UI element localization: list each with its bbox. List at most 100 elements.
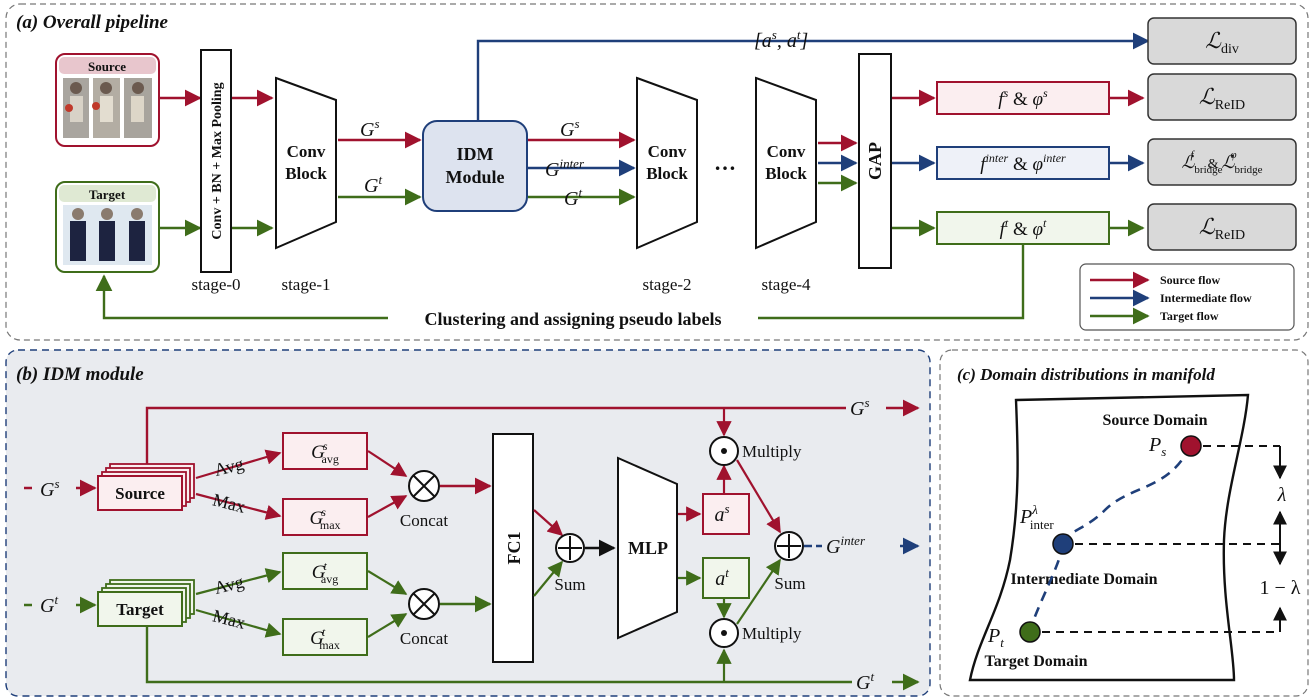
b-concat-t: Concat (400, 629, 448, 648)
b-gt-input: Gt (40, 592, 58, 617)
legend: Source flow Intermediate flow Target flo… (1079, 263, 1295, 331)
fc1-block (492, 433, 534, 663)
gt-label-1: Gt (364, 172, 382, 197)
source-label: Source (88, 59, 126, 74)
target-stack: Target (97, 579, 195, 627)
b-gs-output: Gs (850, 395, 870, 420)
feature-target-label: ft & φt (1000, 216, 1047, 240)
b-gs-avg-box (282, 432, 368, 470)
fc1-label: FC1 (504, 532, 524, 565)
feature-inter-label: finter & φinter (980, 151, 1066, 175)
loss-reid-target-box (1147, 203, 1297, 251)
manifold-surface (968, 393, 1250, 682)
ps-label: Ps (1148, 434, 1166, 459)
loss-bridge-box (1147, 138, 1297, 186)
stage1-conv-block (275, 76, 337, 250)
b-ginter-output: Ginter (826, 533, 866, 558)
ellipsis: … (714, 150, 736, 175)
b-multiply-top: Multiply (742, 442, 802, 461)
panel-c-border (939, 349, 1309, 697)
panel-a: (a) Overall pipeline Source Target (5, 3, 1309, 341)
loss-reid-source-label: ℒReID (1199, 84, 1245, 113)
feature-source-label: fs & φs (998, 86, 1048, 110)
idm-text-2: Module (445, 167, 504, 187)
b-multiply-bottom: Multiply (742, 624, 802, 643)
feature-source-box (936, 81, 1110, 115)
inter-domain-label: Intermediate Domain (1010, 571, 1157, 588)
stage2-conv-text: Conv (648, 142, 687, 161)
target-person-2 (99, 221, 115, 261)
loss-div-label: ℒdiv (1205, 28, 1239, 57)
stage4-label: stage-4 (761, 275, 811, 294)
b-gt-avg-box (282, 552, 368, 590)
b-sum-2: Sum (774, 574, 805, 593)
pinter-point (1052, 533, 1074, 555)
feature-target-box (936, 211, 1110, 245)
b-gt-max-box (282, 618, 368, 656)
loss-reid-source-box (1147, 73, 1297, 121)
b-sum-1: Sum (554, 575, 585, 594)
stage4-block-text: Block (765, 164, 807, 183)
stage4-conv-block (755, 76, 817, 250)
source-stack: Source (97, 463, 195, 511)
clustering-label: Clustering and assigning pseudo labels (424, 309, 721, 329)
ps-point (1180, 435, 1202, 457)
b-gs-input: Gs (40, 476, 60, 501)
target-domain-label: Target Domain (985, 653, 1088, 670)
pt-label: Pt (987, 625, 1004, 650)
target-person-1 (70, 221, 86, 261)
panel-c-title: (c) Domain distributions in manifold (957, 365, 1215, 384)
at-box (702, 557, 750, 599)
target-label: Target (89, 187, 126, 202)
source-domain-label: Source Domain (1102, 412, 1207, 429)
loss-div-box (1147, 17, 1297, 65)
stage0-block-label: Conv + BN + Max Pooling (210, 82, 225, 239)
legend-target: Target flow (1160, 309, 1219, 323)
idm-module-box (422, 120, 528, 212)
b-gs-max-box (282, 498, 368, 536)
b-target-label: Target (116, 600, 164, 619)
stage0-label: stage-0 (191, 275, 240, 294)
b-concat-s: Concat (400, 511, 448, 530)
gs-label-2: Gs (560, 116, 580, 141)
legend-inter: Intermediate flow (1160, 291, 1252, 305)
stage1-label: stage-1 (281, 275, 330, 294)
legend-source: Source flow (1160, 273, 1220, 287)
b-gt-output: Gt (856, 669, 874, 694)
feature-inter-box (936, 146, 1110, 180)
one-minus-lambda-label: 1 − λ (1260, 577, 1301, 599)
stage2-label: stage-2 (642, 275, 691, 294)
stage2-conv-block (636, 76, 698, 250)
as-label: as (714, 501, 729, 526)
ginter-label-1: Ginter (545, 156, 585, 181)
gs-label-1: Gs (360, 116, 380, 141)
loss-bridge-label: ℒbridgef&ℒbridgeφ (1181, 149, 1262, 176)
pt-point (1019, 621, 1041, 643)
stage4-conv-text: Conv (767, 142, 806, 161)
loss-reid-target-label: ℒReID (1199, 214, 1245, 243)
mlp-block (617, 456, 678, 640)
b-source-label: Source (115, 484, 165, 503)
stage1-conv-text: Conv (287, 142, 326, 161)
source-image-box: Source (55, 53, 160, 147)
stage0-block (200, 49, 232, 273)
gap-block (858, 53, 892, 269)
stage2-block-text: Block (646, 164, 688, 183)
panel-b-title: (b) IDM module (16, 364, 144, 385)
panel-b-border (5, 349, 931, 697)
target-image-box: Target (55, 181, 160, 273)
stage1-block-text: Block (285, 164, 327, 183)
lambda-label: λ (1277, 484, 1287, 506)
target-person-3 (129, 221, 145, 261)
idm-text-1: IDM (457, 144, 494, 164)
mlp-label: MLP (628, 538, 668, 558)
attention-label: [as, at] (754, 27, 808, 52)
as-box (702, 493, 750, 535)
